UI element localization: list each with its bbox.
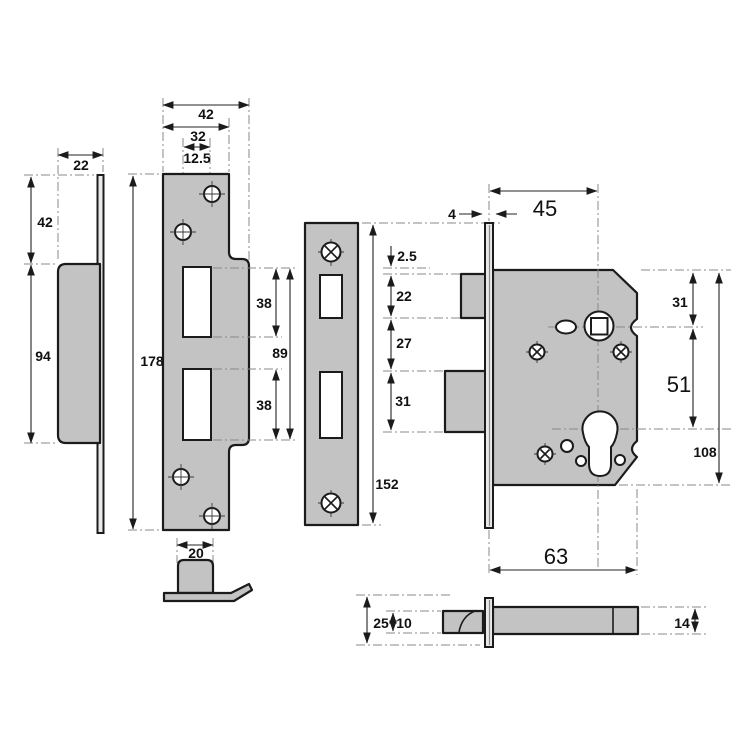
dim-label-middle-gap: 27 [396, 335, 412, 351]
small-hole [560, 439, 574, 453]
strike-plate-front-view: 42 32 12.5 178 38 38 89 20 [128, 98, 296, 603]
dim-label-screw-offset: 12.5 [183, 150, 210, 166]
dim-label-faceplate-height: 152 [375, 476, 399, 492]
dim-label-top-to-spindle: 31 [672, 294, 688, 310]
dim-label-forend-height: 25 [373, 615, 389, 631]
dim-label-plate-height: 178 [140, 353, 164, 369]
dim-label-top-cutout-height: 38 [256, 295, 272, 311]
dust-box-lip [162, 582, 254, 603]
screw-symbol [318, 239, 344, 266]
latch-cutout [182, 266, 212, 338]
spindle-square-hole [590, 317, 609, 336]
dim-label-latch-height: 22 [396, 288, 412, 304]
screw-hole [199, 503, 225, 529]
latch-bolt [459, 272, 489, 320]
strike-dust-box-side [56, 262, 102, 445]
dim-label-deadbolt-height: 31 [395, 393, 411, 409]
dim-label-latch-head-height: 10 [396, 615, 412, 631]
dim-label-case-height: 108 [693, 444, 717, 460]
forend-faceplate-front-view: 152 2.5 22 27 31 [303, 221, 500, 527]
latch-bolt-side-view: 25 10 14 [356, 594, 706, 648]
dim-label-plate-width: 32 [190, 128, 206, 144]
dim-label-box-height: 94 [35, 348, 51, 364]
latch-bolt-tail [491, 605, 640, 636]
dim-label-bump-width: 42 [198, 106, 214, 122]
small-hole [575, 455, 587, 467]
dim-label-cutouts-span: 89 [272, 345, 288, 361]
latch-bevel-curve [458, 610, 476, 633]
screw-symbol [610, 341, 632, 363]
fixing-slot [555, 319, 577, 335]
screw-hole [168, 464, 194, 490]
dust-box-front [176, 558, 215, 595]
small-hole [614, 454, 626, 466]
dim-label-strike-box-width: 22 [73, 157, 89, 173]
screw-symbol [534, 443, 556, 465]
lock-case-body [491, 268, 639, 487]
screw-symbol [318, 490, 344, 517]
dim-label-case-depth: 63 [544, 544, 568, 569]
screw-symbol [526, 341, 548, 363]
euro-cylinder-hole [581, 410, 619, 478]
dim-label-plate-top-to-box: 42 [37, 214, 53, 230]
latch-aperture [319, 274, 343, 319]
lock-case-side-view: 45 4 31 51 108 63 [443, 184, 731, 575]
dim-label-bottom-cutout-height: 38 [256, 397, 272, 413]
dim-label-bolt-tail-height: 14 [674, 615, 690, 631]
dim-label-top-gap: 2.5 [397, 248, 417, 264]
deadbolt-aperture [319, 371, 343, 439]
deadbolt [443, 369, 489, 434]
deadbolt-cutout [182, 368, 212, 441]
dim-label-forend-thickness: 4 [448, 206, 456, 222]
screw-hole [170, 219, 196, 245]
dim-label-spindle-to-cylinder: 51 [667, 372, 691, 397]
strike-box-side-view: 22 42 94 [24, 148, 105, 534]
dim-label-backset: 45 [533, 196, 557, 221]
screw-hole [199, 181, 225, 207]
dim-label-dust-box-width: 20 [188, 545, 204, 561]
